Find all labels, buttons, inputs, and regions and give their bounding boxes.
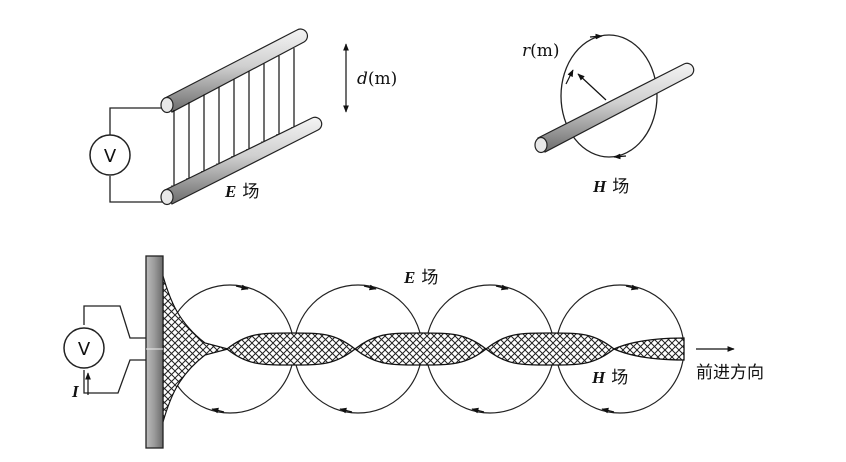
- h-loop-arrow-top: [589, 33, 603, 40]
- current-label: I: [71, 382, 80, 401]
- e-field-lines: [171, 48, 297, 193]
- near-field-flare: [162, 275, 231, 423]
- h-loop-arrow-bottom: [613, 153, 627, 160]
- voltage-source-label: V: [104, 146, 117, 167]
- radius-arrow: [577, 73, 607, 101]
- spacing-label: d(m): [357, 69, 397, 89]
- h-field-lobe: [225, 332, 357, 366]
- h-field-lobes: [225, 332, 685, 366]
- voltage-source-icon: [63, 327, 105, 369]
- radius-label: r(m): [522, 41, 560, 61]
- e-loop-arrow: [625, 284, 639, 291]
- feed-wire: [83, 305, 146, 394]
- e-loop-arrow: [339, 407, 353, 414]
- lower-rod: [160, 116, 323, 206]
- e-loop-arrow: [235, 284, 249, 291]
- e-loop-arrow: [495, 284, 509, 291]
- e-loop-arrow: [363, 284, 377, 291]
- source-circuit-wire: [109, 107, 163, 203]
- antenna-plate: [145, 255, 164, 449]
- voltage-source-icon: [89, 134, 131, 176]
- propagation-direction-label: 前进方向: [696, 363, 764, 383]
- h-loop-arrow-left: [565, 69, 574, 85]
- h-field-loop: [560, 34, 658, 158]
- e-loop-arrow: [601, 407, 615, 414]
- upper-rod: [160, 28, 309, 114]
- e-loop-arrow: [471, 407, 485, 414]
- e-loop-arrow: [211, 407, 225, 414]
- h-field-lobe: [353, 332, 488, 366]
- single-rod: [534, 62, 695, 154]
- voltage-source-label: V: [78, 339, 91, 360]
- h-field-lobe: [612, 337, 685, 361]
- h-field-lobe: [484, 332, 616, 366]
